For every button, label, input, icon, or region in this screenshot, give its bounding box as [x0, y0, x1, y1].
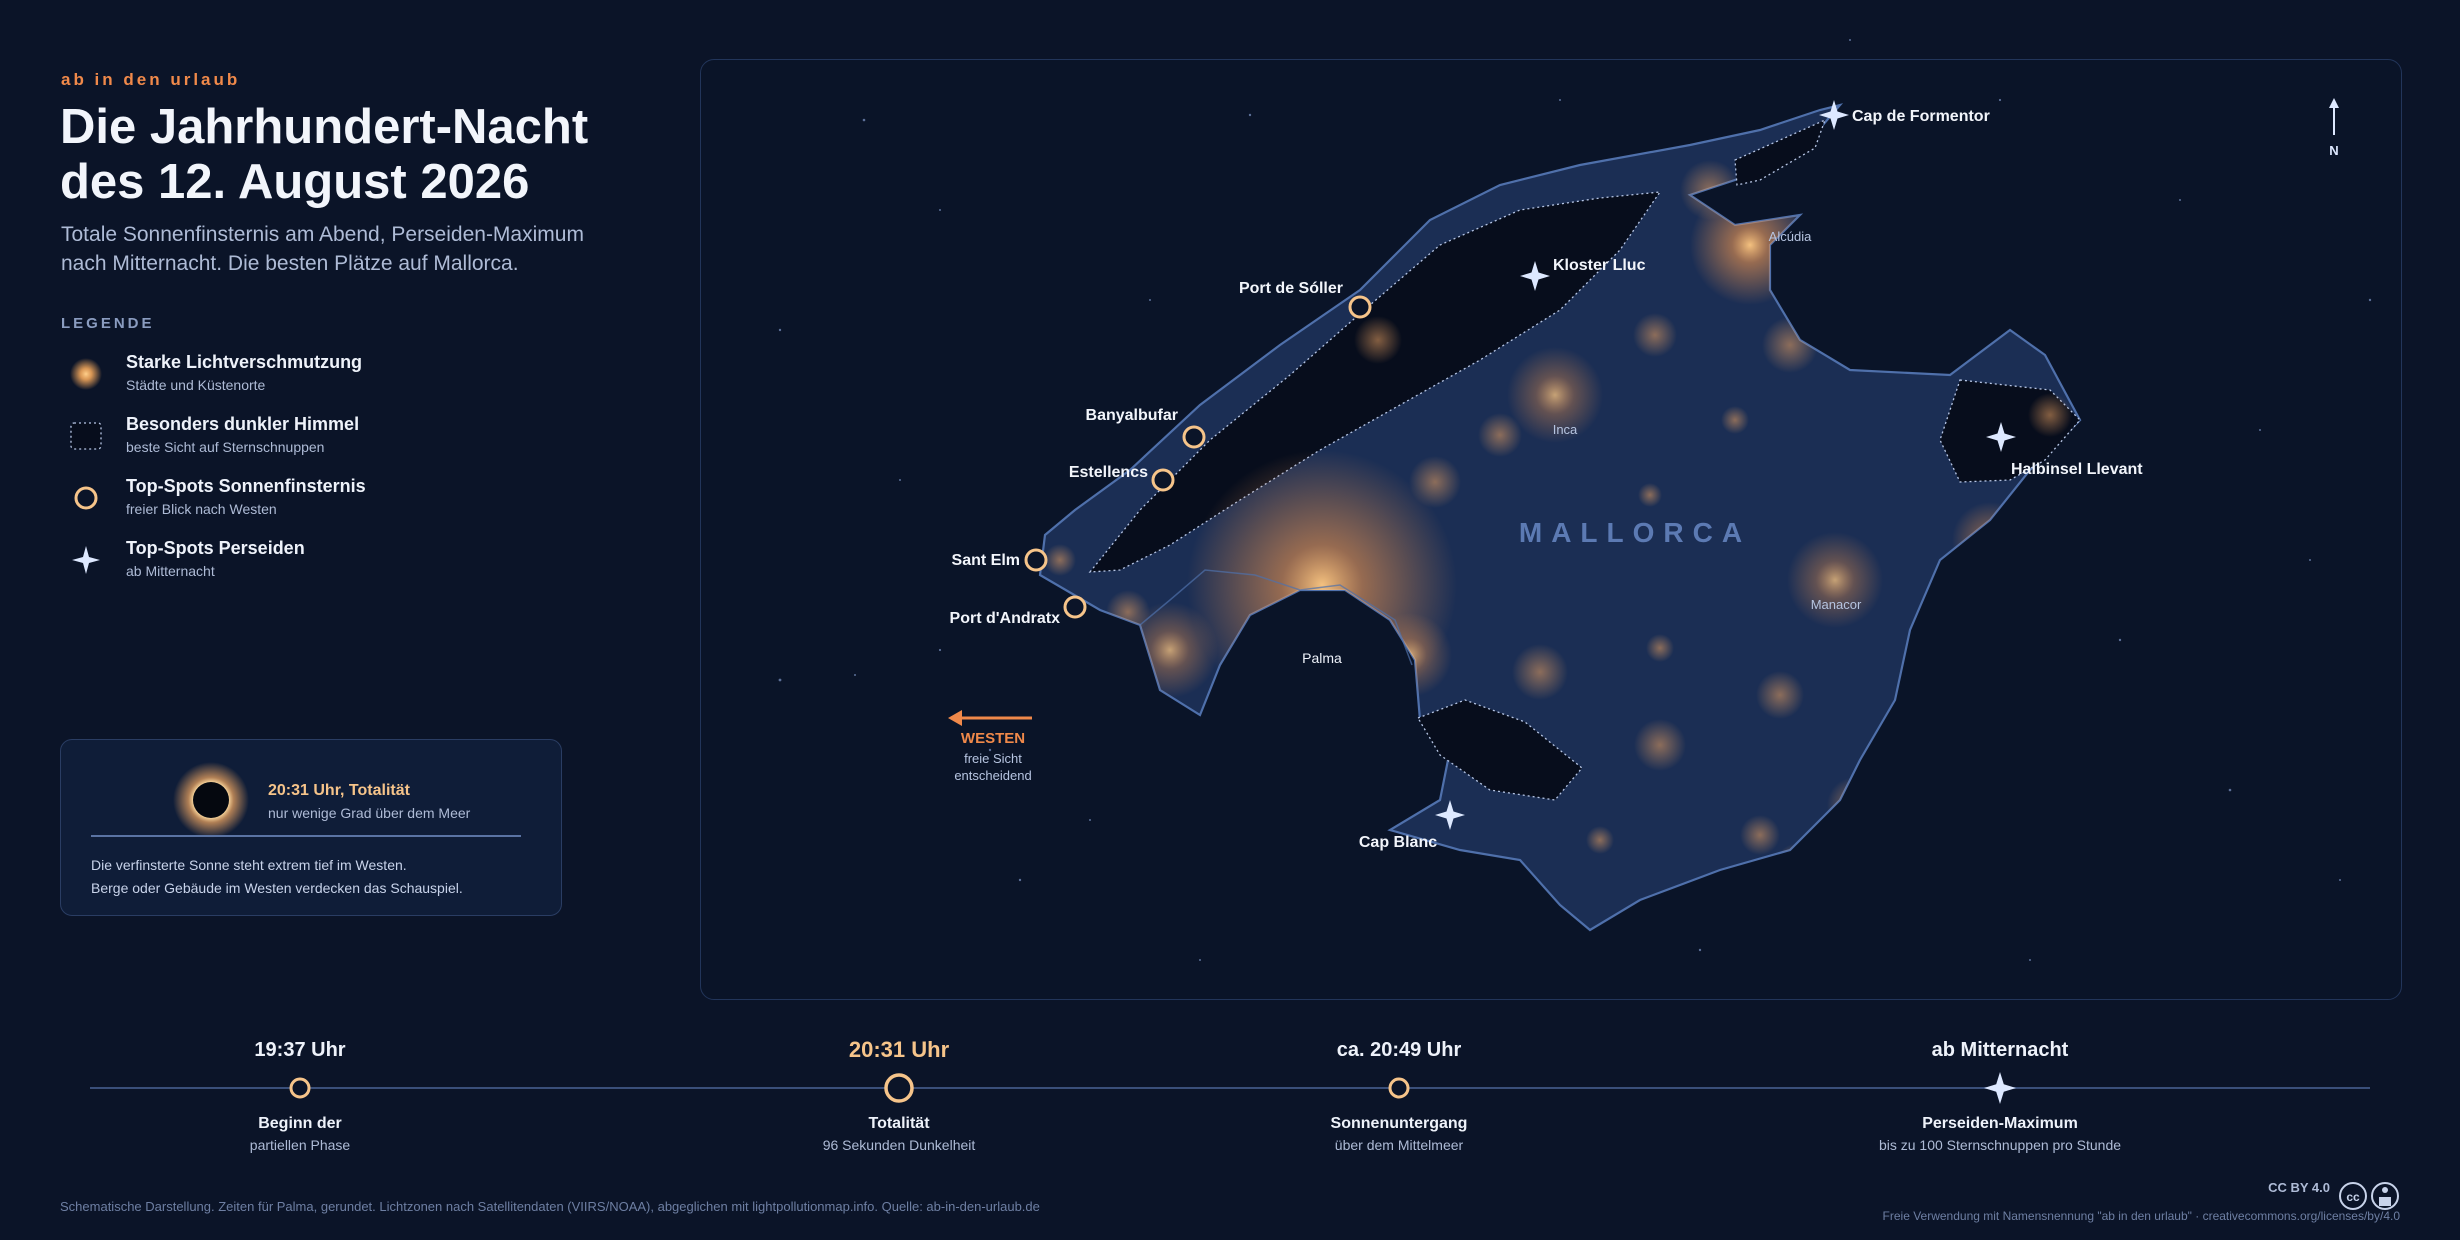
- town-label-alcudia: Alcúdia: [1769, 229, 1812, 244]
- town-label-manacor: Manacor: [1811, 597, 1862, 612]
- legend-title: Besonders dunkler Himmel: [126, 414, 360, 434]
- perseid-spot-cap-de-formentor[interactable]: [1819, 100, 1849, 130]
- timeline-title-partial: Beginn der: [258, 1115, 342, 1132]
- west-arrow-line1: freie Sicht: [964, 751, 1022, 766]
- timeline-marker-partial: [289, 1077, 311, 1099]
- label-port-de-soller: Port de Sóller: [1239, 280, 1343, 297]
- label-sant-elm: Sant Elm: [952, 552, 1020, 569]
- label-estellencs: Estellencs: [1069, 464, 1148, 481]
- glow-icon: [70, 358, 102, 390]
- perseid-spot-labels: Cap de Formentor Kloster Lluc Halbinsel …: [1359, 108, 2143, 851]
- timeline-sub-totality: 96 Sekunden Dunkelheit: [822, 1137, 976, 1153]
- arrow-left-icon: [948, 710, 962, 726]
- perseid-spot-markers: [1435, 100, 2016, 830]
- eclipse-icon: [173, 762, 249, 838]
- timeline-time-sunset: ca. 20:49 Uhr: [1336, 1039, 1462, 1061]
- cc-icons: cc: [2339, 1182, 2399, 1210]
- perseid-spot-kloster-lluc[interactable]: [1520, 261, 1550, 291]
- legend-item-dark-sky: Besonders dunkler Himmel beste Sicht auf…: [62, 414, 482, 466]
- eclipse-time-label: 20:31 Uhr, Totalität: [268, 782, 410, 799]
- page-subtitle: Totale Sonnenfinsternis am Abend, Persei…: [61, 223, 584, 275]
- town-label-inca: Inca: [1553, 422, 1578, 437]
- eclipse-spot-banyalbufar[interactable]: [1182, 425, 1206, 449]
- eclipse-note: Berge oder Gebäude im Westen verdecken d…: [91, 880, 463, 896]
- legend-subtitle: ab Mitternacht: [126, 563, 215, 579]
- eclipse-spot-estellencs[interactable]: [1151, 468, 1175, 492]
- eclipse-spot-labels: Port de Sóller Banyalbufar Estellencs Sa…: [950, 280, 1343, 627]
- label-halbinsel-llevant: Halbinsel Llevant: [2011, 461, 2143, 478]
- legend-title: Top-Spots Perseiden: [126, 538, 305, 558]
- footer-source: Schematische Darstellung. Zeiten für Pal…: [60, 1199, 1040, 1214]
- legend-item-light-pollution: Starke Lichtverschmutzung Städte und Küs…: [62, 352, 482, 404]
- star-icon: [72, 546, 100, 574]
- timeline-time-perseids: ab Mitternacht: [1931, 1039, 2069, 1061]
- by-person-icon: [2371, 1182, 2399, 1210]
- timeline-marker-totality: [884, 1073, 914, 1103]
- timeline-title-perseids: Perseiden-Maximum: [1922, 1115, 2078, 1132]
- island-shape: [1038, 103, 2082, 932]
- divider: [91, 835, 521, 837]
- island-label: MALLORCA: [1519, 517, 1751, 548]
- arrow-up-icon: [2329, 98, 2339, 108]
- dotted-box-icon: [70, 422, 102, 450]
- timeline-title-sunset: Sonnenuntergang: [1330, 1115, 1468, 1132]
- timeline-sub-partial: partiellen Phase: [249, 1137, 351, 1153]
- cc-icon: [2339, 1182, 2367, 1210]
- eclipse-info-card: 20:31 Uhr, Totalität nur wenige Grad übe…: [60, 739, 562, 916]
- eclipse-spot-markers: [1024, 295, 1372, 619]
- eclipse-spot-port-de-soller[interactable]: [1348, 295, 1372, 319]
- eclipse-spot-port-dandratx[interactable]: [1063, 595, 1087, 619]
- legend-subtitle: beste Sicht auf Sternschnuppen: [126, 439, 325, 455]
- timeline-sub-sunset: über dem Mittelmeer: [1334, 1137, 1464, 1153]
- timeline-time-partial: 19:37 Uhr: [254, 1039, 346, 1061]
- footer-attribution: Freie Verwendung mit Namensnennung "ab i…: [1882, 1209, 2400, 1223]
- kicker: ab in den urlaub: [61, 70, 241, 89]
- label-banyalbufar: Banyalbufar: [1086, 407, 1178, 424]
- label-port-dandratx: Port d'Andratx: [950, 610, 1061, 627]
- legend-title: Starke Lichtverschmutzung: [126, 352, 363, 372]
- palma-bay-line: [1139, 569, 1413, 666]
- eclipse-spot-sant-elm[interactable]: [1024, 548, 1048, 572]
- timeline-marker-sunset: [1388, 1077, 1410, 1099]
- label-cap-de-formentor: Cap de Formentor: [1852, 108, 1990, 125]
- legend-subtitle: freier Blick nach Westen: [126, 501, 277, 517]
- legend-item-perseid-spots: Top-Spots Perseiden ab Mitternacht: [62, 538, 482, 590]
- legend-subtitle: Städte und Küstenorte: [126, 377, 266, 393]
- timeline-title-totality: Totalität: [868, 1115, 930, 1132]
- timeline-time-totality: 20:31 Uhr: [848, 1037, 950, 1062]
- west-arrow: WESTEN freie Sicht entscheidend: [948, 710, 1032, 783]
- legend-item-eclipse-spots: Top-Spots Sonnenfinsternis freier Blick …: [62, 476, 482, 528]
- town-labels: Alcúdia Inca Palma Manacor: [1302, 229, 1862, 666]
- eclipse-note: Die verfinsterte Sonne steht extrem tief…: [91, 857, 407, 873]
- background-stars: [778, 39, 2372, 961]
- legend-heading: LEGENDE: [61, 315, 155, 332]
- legend-title: Top-Spots Sonnenfinsternis: [126, 476, 366, 496]
- page-title: Die Jahrhundert-Nacht des 12. August 202…: [60, 100, 589, 209]
- perseid-spot-cap-blanc[interactable]: [1435, 800, 1465, 830]
- timeline-marker-perseids: [1984, 1072, 2016, 1104]
- north-arrow: N: [2329, 98, 2339, 158]
- town-label-palma: Palma: [1302, 650, 1342, 666]
- timeline-sub-perseids: bis zu 100 Sternschnuppen pro Stunde: [1878, 1137, 2122, 1153]
- license-label: CC BY 4.0: [2268, 1180, 2330, 1195]
- perseid-spot-halbinsel-llevant[interactable]: [1986, 422, 2016, 452]
- north-label: N: [2329, 143, 2338, 158]
- west-arrow-line2: entscheidend: [954, 768, 1031, 783]
- svg-text:cc: cc: [2346, 1190, 2360, 1204]
- label-kloster-lluc: Kloster Lluc: [1553, 257, 1646, 274]
- eclipse-detail: nur wenige Grad über dem Meer: [268, 805, 471, 821]
- label-cap-blanc: Cap Blanc: [1359, 834, 1437, 851]
- west-arrow-label: WESTEN: [961, 730, 1025, 747]
- ring-icon: [74, 486, 98, 510]
